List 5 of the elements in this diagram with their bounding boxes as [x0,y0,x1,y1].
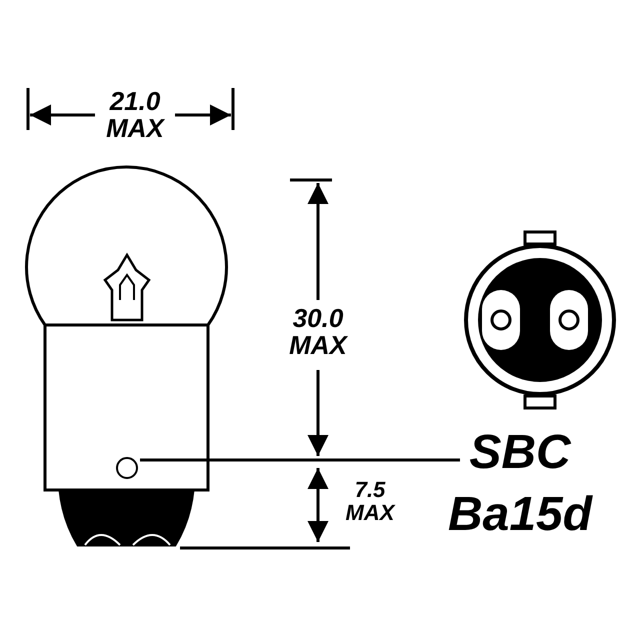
dimension-label: 21.0 MAX [105,88,166,143]
base-code-label: Ba15d [446,490,594,540]
dimension-label: 7.5 MAX [344,478,396,524]
dimension-label: 30.0 MAX [288,305,349,360]
socket-type-label: SBC [468,428,572,478]
